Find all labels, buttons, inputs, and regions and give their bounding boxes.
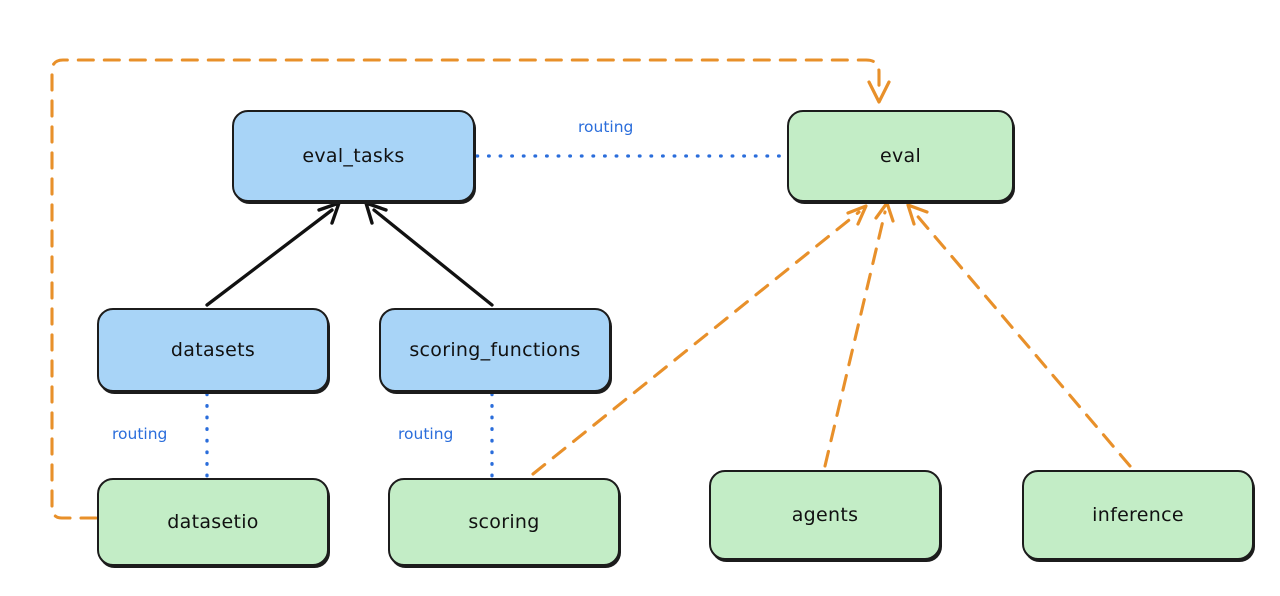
edge-datasets-eval_tasks [205,201,341,307]
edge-label-routing-eval: routing [578,118,634,136]
node-eval-tasks[interactable]: eval_tasks [232,110,475,202]
edge-datasetio-eval [50,58,891,520]
edge-label-routing-scoring: routing [398,425,454,443]
node-label: scoring_functions [409,338,581,361]
node-agents[interactable]: agents [709,470,941,560]
edge-agents-eval [823,201,895,468]
node-eval[interactable]: eval [787,110,1014,202]
edge-label-routing-datasetio: routing [112,425,168,443]
node-label: inference [1092,503,1184,526]
node-label: eval [879,144,922,167]
node-datasetio[interactable]: datasetio [97,478,329,566]
node-scoring[interactable]: scoring [388,478,620,566]
edge-inference-eval [906,203,1132,468]
node-scoring-functions[interactable]: scoring_functions [379,308,611,392]
node-label: eval_tasks [302,144,405,167]
node-label: datasets [170,338,256,361]
edge-scoring_functions-eval_tasks [364,201,494,307]
node-label: agents [791,503,859,526]
node-datasets[interactable]: datasets [97,308,329,392]
node-label: scoring [468,510,540,533]
node-label: datasetio [167,510,259,533]
node-inference[interactable]: inference [1022,470,1254,560]
edge-scoring-eval [531,204,868,476]
